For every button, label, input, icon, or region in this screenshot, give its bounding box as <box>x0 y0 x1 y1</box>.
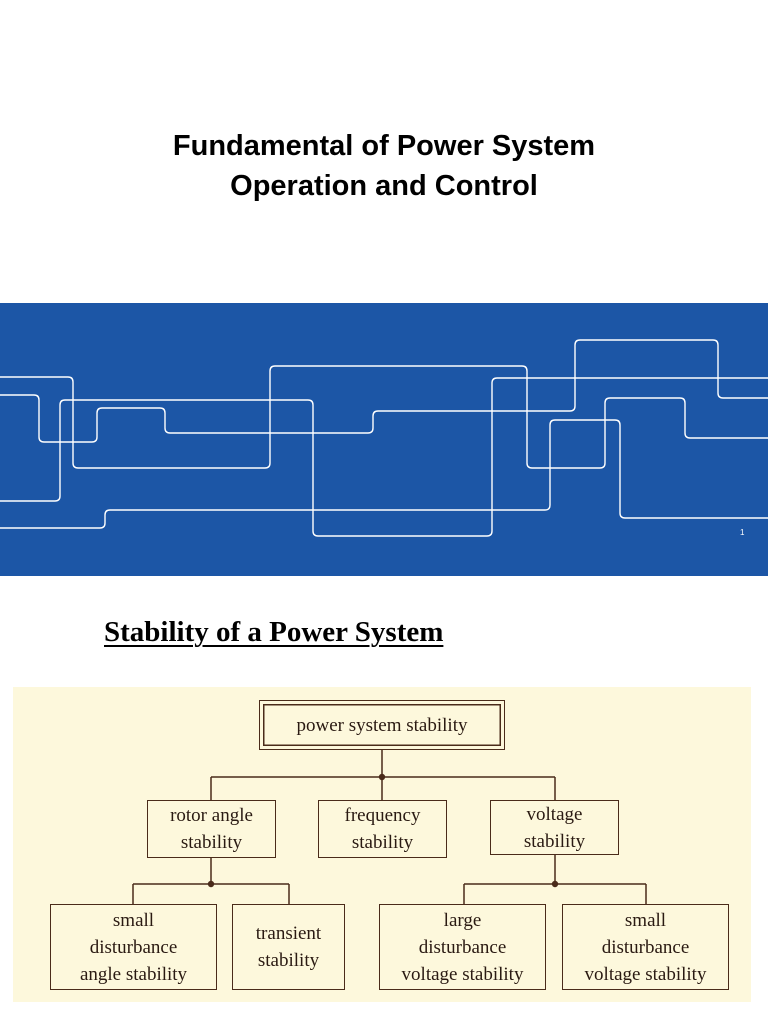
page-title: Fundamental of Power System Operation an… <box>0 126 768 206</box>
node-label-line: stability <box>523 830 586 852</box>
node-frequency-stability: frequency stability <box>318 800 447 858</box>
node-label-line: small <box>112 909 155 931</box>
section-heading: Stability of a Power System <box>104 616 444 648</box>
node-label-line: angle stability <box>79 963 188 985</box>
node-label-line: transient <box>255 923 322 944</box>
root-node-power-system-stability: power system stability <box>259 700 505 750</box>
node-label-line: rotor angle <box>170 805 253 826</box>
node-label-line: small <box>624 909 667 931</box>
node-voltage-stability: voltage stability <box>490 800 619 855</box>
node-transient-stability: transient stability <box>232 904 345 990</box>
diagram-connectors <box>132 750 647 904</box>
node-label-line: disturbance <box>601 936 690 958</box>
node-small-disturbance-angle-stability: small disturbance angle stability <box>50 904 217 990</box>
page-number: 1 <box>740 528 745 537</box>
title-line-2: Operation and Control <box>230 170 538 202</box>
node-large-disturbance-voltage-stability: large disturbance voltage stability <box>379 904 546 990</box>
node-label-line: voltage stability <box>584 963 707 985</box>
decorative-circuit-banner <box>0 303 768 576</box>
node-label-line: frequency <box>344 805 421 826</box>
node-label-line: stability <box>180 832 243 853</box>
node-rotor-angle-stability: rotor angle stability <box>147 800 276 858</box>
node-label-line: large <box>443 909 482 931</box>
node-label-line: disturbance <box>89 936 178 958</box>
node-label-line: stability <box>257 950 320 971</box>
node-label-line: disturbance <box>418 936 507 958</box>
node-label-line: voltage stability <box>401 963 524 985</box>
node-label-line: stability <box>351 832 414 853</box>
title-line-1: Fundamental of Power System <box>172 130 596 162</box>
node-small-disturbance-voltage-stability: small disturbance voltage stability <box>562 904 729 990</box>
root-node-label: power system stability <box>296 714 468 736</box>
stability-classification-diagram: power system stability rotor angle stabi… <box>13 687 751 1002</box>
node-label-line: voltage <box>526 803 583 825</box>
circuit-lines-graphic <box>0 339 768 537</box>
